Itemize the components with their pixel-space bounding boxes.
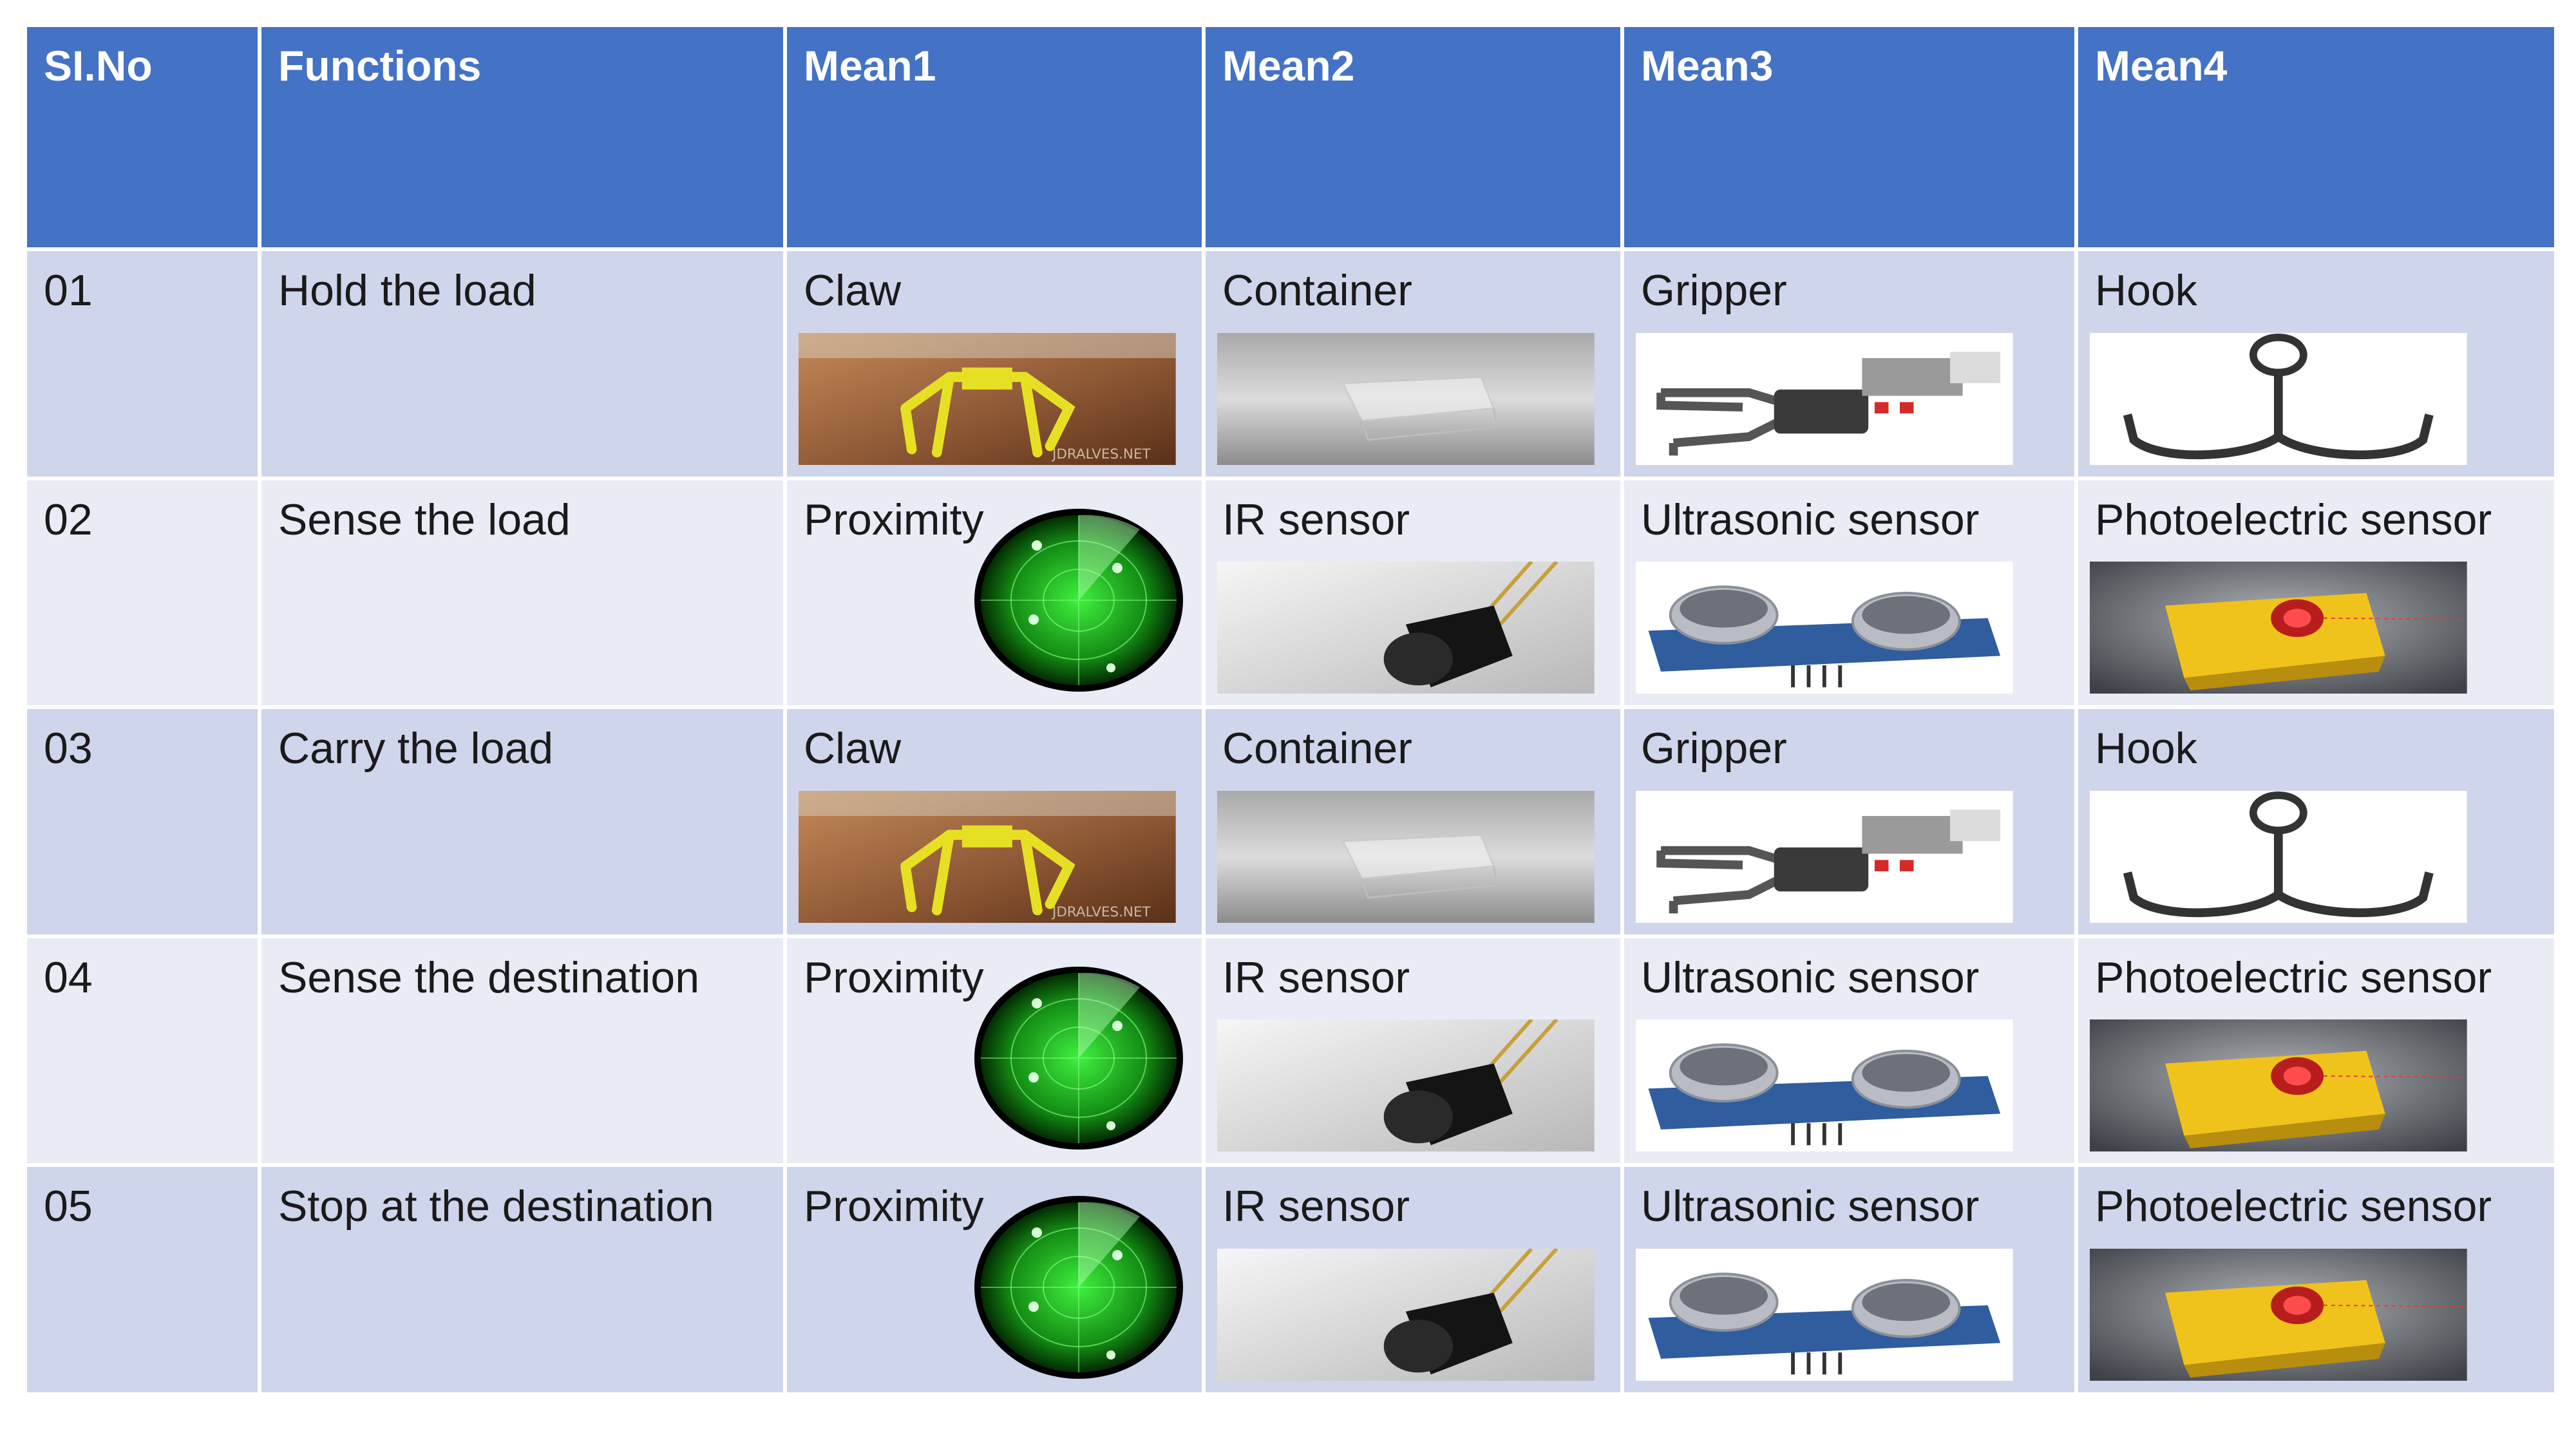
mean-cell: Container <box>1202 247 1624 480</box>
mean-cell: Photoelectric sensor <box>2074 1163 2558 1396</box>
mean-cell: Container <box>1202 705 1624 938</box>
radar-image <box>974 509 1183 692</box>
function-cell: Sense the destination <box>258 934 787 1168</box>
container-image <box>1217 332 1595 465</box>
ultrasonic-sensor-image <box>1636 562 2013 694</box>
gripper-image <box>1636 790 2013 923</box>
header-mean3: Mean3 <box>1620 23 2078 251</box>
table-row: 02 Sense the load Proximity IR sensor Ultras… <box>23 476 2558 710</box>
hook-image <box>2090 332 2467 465</box>
mean-cell: Proximity <box>783 1163 1206 1396</box>
mean-label: Photoelectric sensor <box>2095 495 2492 544</box>
function-cell: Hold the load <box>258 247 787 480</box>
radar-image <box>974 1196 1183 1379</box>
ir-sensor-image <box>1217 1019 1595 1152</box>
ir-sensor-image <box>1217 562 1595 694</box>
mean-cell: Hook <box>2074 705 2558 938</box>
mean-label: Hook <box>2095 724 2197 773</box>
ultrasonic-sensor-image <box>1636 1249 2013 1381</box>
photoelectric-sensor-image <box>2090 1249 2467 1381</box>
ir-sensor-image <box>1217 1249 1595 1381</box>
mean-cell: Hook <box>2074 247 2558 480</box>
table-row: 04 Sense the destination Proximity IR senso… <box>23 934 2558 1168</box>
hook-image <box>2090 790 2467 923</box>
mean-cell: Ultrasonic sensor <box>1620 934 2078 1168</box>
function-cell: Sense the load <box>258 476 787 710</box>
mean-cell: Gripper <box>1620 247 2078 480</box>
mean-cell: Photoelectric sensor <box>2074 476 2558 710</box>
si-no-text: 04 <box>44 952 93 1002</box>
mean-label: Photoelectric sensor <box>2095 1182 2492 1231</box>
svg-text:JDRALVES.NET: JDRALVES.NET <box>1051 904 1151 920</box>
photoelectric-sensor-image <box>2090 1019 2467 1152</box>
mean-label: Ultrasonic sensor <box>1641 495 1980 544</box>
function-text: Sense the load <box>278 495 571 544</box>
si-no-text: 03 <box>44 724 93 773</box>
si-no-text: 01 <box>44 266 93 315</box>
photoelectric-sensor-image <box>2090 562 2467 694</box>
header-mean1: Mean1 <box>783 23 1206 251</box>
si-no-cell: 05 <box>23 1163 261 1396</box>
container-image <box>1217 790 1595 923</box>
mean-label: IR sensor <box>1222 1182 1410 1231</box>
function-cell: Carry the load <box>258 705 787 938</box>
function-text: Carry the load <box>278 724 554 773</box>
mean-cell: IR sensor <box>1202 476 1624 710</box>
svg-text:JDRALVES.NET: JDRALVES.NET <box>1051 446 1151 462</box>
mean-label: Ultrasonic sensor <box>1641 1182 1980 1231</box>
function-text: Stop at the destination <box>278 1182 714 1231</box>
header-mean2: Mean2 <box>1202 23 1624 251</box>
table-row: 05 Stop at the destination Proximity IR sen… <box>23 1163 2558 1396</box>
mean-label: Gripper <box>1641 724 1787 773</box>
mean-cell: IR sensor <box>1202 1163 1624 1396</box>
si-no-cell: 02 <box>23 476 261 710</box>
header-mean4: Mean4 <box>2074 23 2558 251</box>
mean-label: Container <box>1222 724 1412 773</box>
radar-image <box>974 967 1183 1150</box>
mean-label: Gripper <box>1641 266 1787 315</box>
function-cell: Stop at the destination <box>258 1163 787 1396</box>
claw-image: JDRALVES.NET <box>799 332 1176 465</box>
mean-label: Photoelectric sensor <box>2095 952 2492 1002</box>
mean-cell: Proximity <box>783 934 1206 1168</box>
mean-label: Ultrasonic sensor <box>1641 952 1980 1002</box>
ultrasonic-sensor-image <box>1636 1019 2013 1152</box>
claw-image: JDRALVES.NET <box>799 790 1176 923</box>
function-text: Sense the destination <box>278 952 700 1002</box>
si-no-cell: 04 <box>23 934 261 1168</box>
mean-label: Proximity <box>804 495 984 544</box>
mean-label: Claw <box>804 266 902 315</box>
mean-cell: Photoelectric sensor <box>2074 934 2558 1168</box>
mean-label: Proximity <box>804 1182 984 1231</box>
mean-label: Claw <box>804 724 902 773</box>
mean-cell: IR sensor <box>1202 934 1624 1168</box>
mean-label: Proximity <box>804 952 984 1002</box>
morphological-chart-table: SI.No Functions Mean1 Mean2 Mean3 Mean4 … <box>23 23 2558 1396</box>
si-no-cell: 01 <box>23 247 261 480</box>
si-no-text: 02 <box>44 495 93 544</box>
header-si-no: SI.No <box>23 23 261 251</box>
mean-label: IR sensor <box>1222 952 1410 1002</box>
mean-label: IR sensor <box>1222 495 1410 544</box>
function-text: Hold the load <box>278 266 536 315</box>
header-row: SI.No Functions Mean1 Mean2 Mean3 Mean4 <box>23 23 2558 251</box>
mean-cell: Gripper <box>1620 705 2078 938</box>
si-no-text: 05 <box>44 1182 93 1231</box>
mean-label: Hook <box>2095 266 2197 315</box>
mean-label: Container <box>1222 266 1412 315</box>
header-functions: Functions <box>258 23 787 251</box>
si-no-cell: 03 <box>23 705 261 938</box>
gripper-image <box>1636 332 2013 465</box>
mean-cell: Ultrasonic sensor <box>1620 1163 2078 1396</box>
mean-cell: Proximity <box>783 476 1206 710</box>
mean-cell: Ultrasonic sensor <box>1620 476 2078 710</box>
